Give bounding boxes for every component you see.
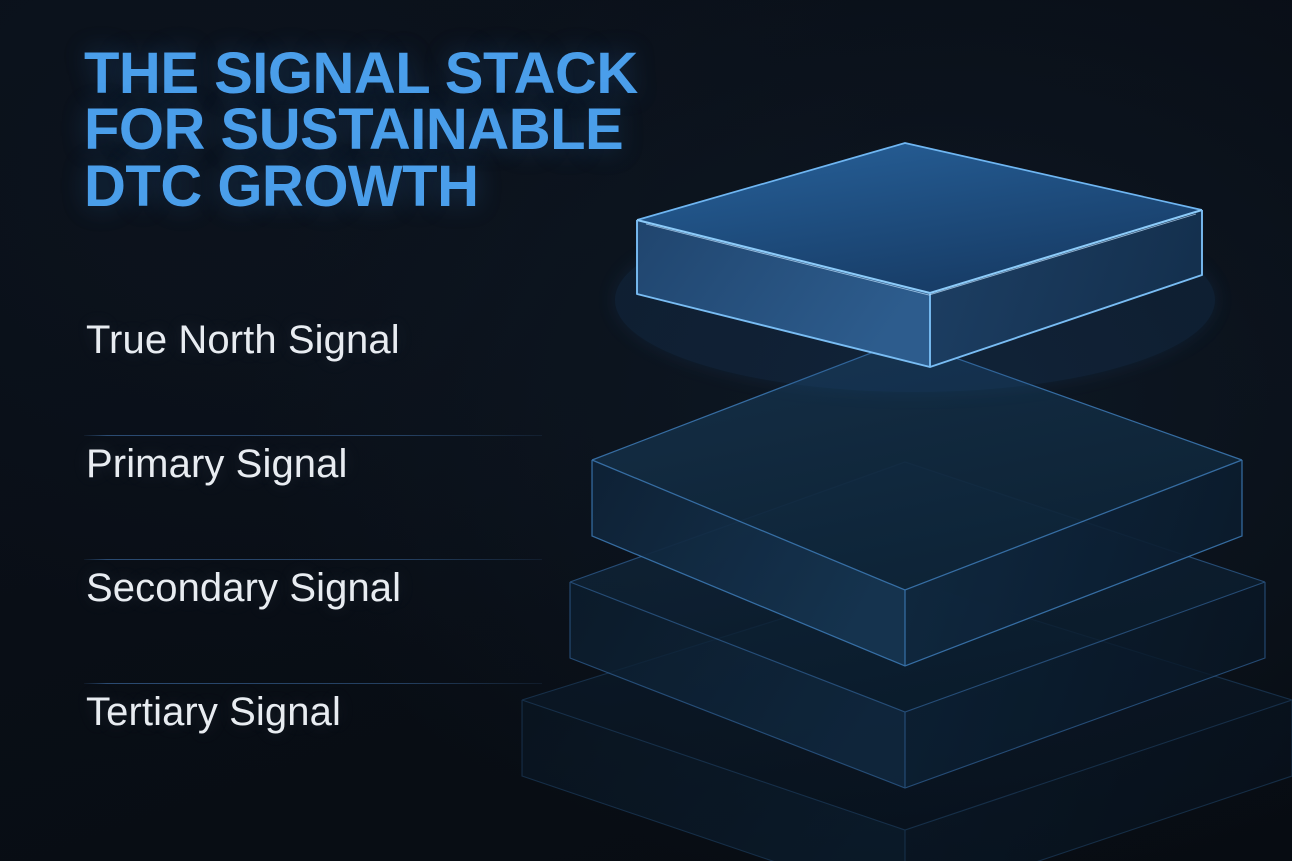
- signal-label-secondary: Secondary Signal: [86, 566, 402, 610]
- signal-label-tertiary: Tertiary Signal: [86, 690, 341, 734]
- signal-label-true-north: True North Signal: [86, 318, 400, 362]
- list-divider: [84, 683, 542, 684]
- signal-list: True North Signal Primary Signal Seconda…: [84, 312, 542, 808]
- signal-label-primary: Primary Signal: [86, 442, 348, 486]
- list-item[interactable]: Primary Signal: [84, 436, 542, 560]
- stack-layer-true-north: [615, 142, 1215, 392]
- headline-line-3: DTC GROWTH: [84, 153, 479, 219]
- page-title: THE SIGNAL STACK FOR SUSTAINABLE DTC GRO…: [84, 41, 638, 219]
- list-divider: [84, 435, 542, 436]
- stack-layer-secondary: [569, 461, 1266, 789]
- left-column: THE SIGNAL STACK FOR SUSTAINABLE DTC GRO…: [84, 41, 638, 219]
- stack-layer-tertiary: [521, 579, 1292, 861]
- headline-line-2: FOR SUSTAINABLE: [84, 97, 624, 163]
- list-item[interactable]: Secondary Signal: [84, 560, 542, 684]
- stack-layer-primary: [591, 339, 1243, 667]
- list-item[interactable]: True North Signal: [84, 312, 542, 436]
- headline-line-1: THE SIGNAL STACK: [84, 41, 638, 106]
- list-item[interactable]: Tertiary Signal: [84, 684, 542, 808]
- list-divider: [84, 559, 542, 560]
